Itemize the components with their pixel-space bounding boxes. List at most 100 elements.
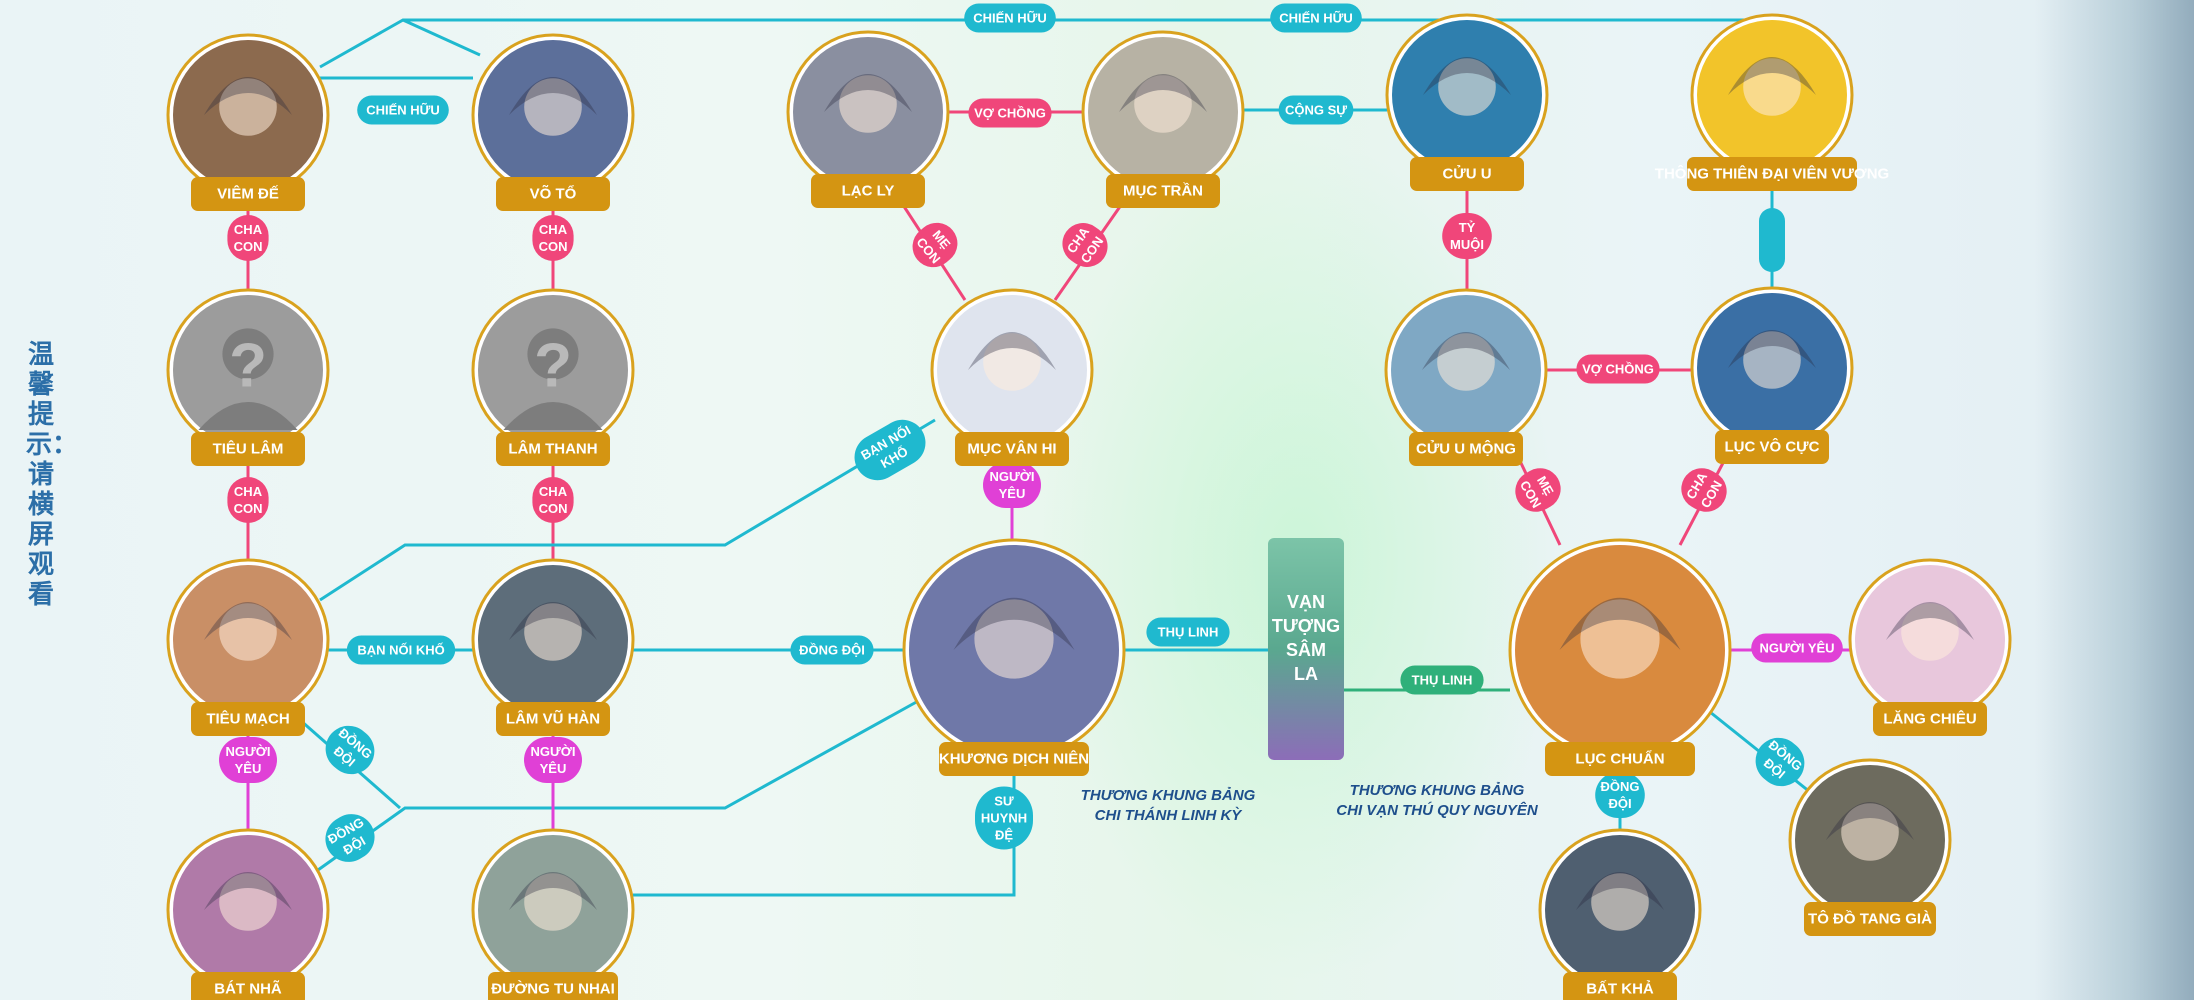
relation-badge-bg — [1751, 633, 1843, 663]
relation-badge-bg — [1062, 223, 1108, 267]
relation-badge-bg — [1595, 772, 1645, 818]
silhouette-head-icon — [222, 328, 274, 380]
character-name: LẠC LY — [842, 183, 895, 200]
relation-badge-bg — [1146, 617, 1230, 647]
relation-badge-bg — [983, 462, 1041, 508]
relation-badge-bg — [346, 635, 456, 665]
portrait-face-icon — [1438, 58, 1496, 116]
relation-badge-bg — [1755, 737, 1805, 787]
relation-label: NGƯỜI YÊU — [1759, 641, 1834, 656]
portrait-hair-icon — [1728, 57, 1816, 95]
character-node[interactable]: LỤC VÔ CỰC — [1690, 286, 1854, 464]
question-mark-icon: ? — [534, 332, 572, 401]
character-name: LÂM THANH — [508, 440, 597, 458]
character-name: LĂNG CHIÊU — [1883, 710, 1976, 728]
portrait-face-icon — [219, 873, 277, 931]
relation-badge: CỘNG SỰ — [1278, 95, 1354, 125]
character-name: KHƯƠNG DỊCH NIÊN — [939, 750, 1089, 768]
portrait-face-icon — [1591, 873, 1649, 931]
name-plate — [496, 177, 610, 211]
relation-label: BẠN NỐI KHỐ — [357, 643, 444, 658]
relation-label: ĐỘI — [1608, 796, 1631, 811]
character-name: TÔ ĐỒ TANG GIÀ — [1808, 910, 1932, 928]
relation-badge: CHA CON — [532, 477, 574, 523]
relation-badge: ĐỒNG ĐỘI — [1595, 772, 1645, 818]
relation-badge-bg — [227, 215, 269, 261]
portrait-hair-icon — [1119, 74, 1207, 112]
character-node[interactable]: THÔNG THIÊN ĐẠI VIÊN VƯƠNG — [1655, 13, 1889, 191]
character-name: LỤC VÔ CỰC — [1725, 438, 1820, 456]
character-node[interactable]: KHƯƠNG DỊCH NIÊN — [902, 538, 1126, 776]
name-plate — [1106, 174, 1220, 208]
character-name: BÁT NHÃ — [214, 980, 282, 998]
character-node[interactable]: VÕ TỔ — [471, 33, 635, 211]
relation-badge-bg — [1442, 213, 1492, 259]
character-node[interactable]: LĂNG CHIÊU — [1848, 558, 2012, 736]
portrait-face-icon — [219, 603, 277, 661]
character-node[interactable]: MỤC TRẦN — [1081, 30, 1245, 208]
character-node[interactable]: ? LÂM THANH — [471, 288, 635, 466]
relation-label: CON — [539, 239, 568, 254]
relation-label: MUỘI — [1450, 237, 1484, 252]
relation-label: CHIẾN HỮU — [973, 11, 1047, 26]
character-node[interactable]: LẠC LY — [786, 30, 950, 208]
character-node[interactable]: CỬU U MỘNG — [1384, 288, 1548, 466]
character-node[interactable]: TIÊU MẠCH — [166, 558, 330, 736]
portrait-hair-icon — [1422, 332, 1510, 370]
relation-badge-bg — [968, 98, 1052, 128]
relation-badge-bg — [1681, 468, 1727, 512]
character-node[interactable]: CỬU U — [1385, 13, 1549, 191]
relation-label: CHA — [539, 484, 568, 499]
character-node[interactable]: BẤT KHẢ — [1538, 828, 1702, 1000]
name-plate — [191, 702, 305, 736]
character-node[interactable]: TÔ ĐỒ TANG GIÀ — [1788, 758, 1952, 936]
relation-badge: THỤ LINH — [1146, 617, 1230, 647]
relation-badge-bg — [532, 477, 574, 523]
relation-label: HUYNH — [981, 811, 1027, 826]
relation-badge: CHIẾN HỮU — [357, 95, 449, 125]
relation-label: ĐỒNG — [1601, 779, 1640, 794]
name-plate — [191, 972, 305, 1000]
character-node[interactable]: MỤC VÂN HI — [930, 288, 1094, 466]
character-name: LÂM VŨ HÀN — [506, 710, 600, 728]
relation-badge: BẠN NỐI KHỐ — [346, 635, 456, 665]
portrait-hair-icon — [1576, 872, 1664, 910]
relation-label: CON — [539, 501, 568, 516]
character-node[interactable]: ?TIÊU LÂM — [166, 288, 330, 466]
relation-label: THỤ LINH — [1158, 625, 1219, 640]
portrait-face-icon — [1901, 603, 1959, 661]
relation-label: ĐỒNG ĐỘI — [799, 643, 865, 658]
relation-badge-bg — [1400, 665, 1484, 695]
portrait-hair-icon — [204, 872, 292, 910]
name-plate — [191, 432, 305, 466]
relation-badge-bg — [1278, 95, 1354, 125]
relation-badge: THỤ LINH — [1400, 665, 1484, 695]
character-node[interactable]: ĐƯỜNG TU NHAI — [471, 828, 635, 1000]
character-name: BẤT KHẢ — [1586, 981, 1654, 998]
portrait-face-icon — [1743, 331, 1801, 389]
character-name: MỤC VÂN HI — [967, 440, 1056, 458]
relation-badge-bg — [325, 725, 375, 775]
character-name: CỬU U MỘNG — [1416, 440, 1516, 458]
character-node[interactable]: BÁT NHÃ — [166, 828, 330, 1000]
name-plate — [939, 742, 1089, 776]
relation-line — [319, 418, 936, 602]
relation-badge-bg — [854, 419, 926, 481]
character-node[interactable]: LỤC CHUẨN — [1508, 538, 1732, 776]
relation-badge-bg — [1270, 3, 1362, 33]
relation-label: NGƯỜI — [531, 744, 576, 759]
name-plate — [811, 174, 925, 208]
relation-badge-bg — [219, 737, 277, 783]
character-node[interactable]: VIÊM ĐẾ — [166, 33, 330, 211]
relation-badge-bg — [325, 814, 375, 862]
character-node[interactable]: LÂM VŨ HÀN — [471, 558, 635, 736]
relation-label: CHIẾN HỮU — [1279, 11, 1353, 26]
relation-badge: CHIẾN HỮU — [964, 3, 1056, 33]
